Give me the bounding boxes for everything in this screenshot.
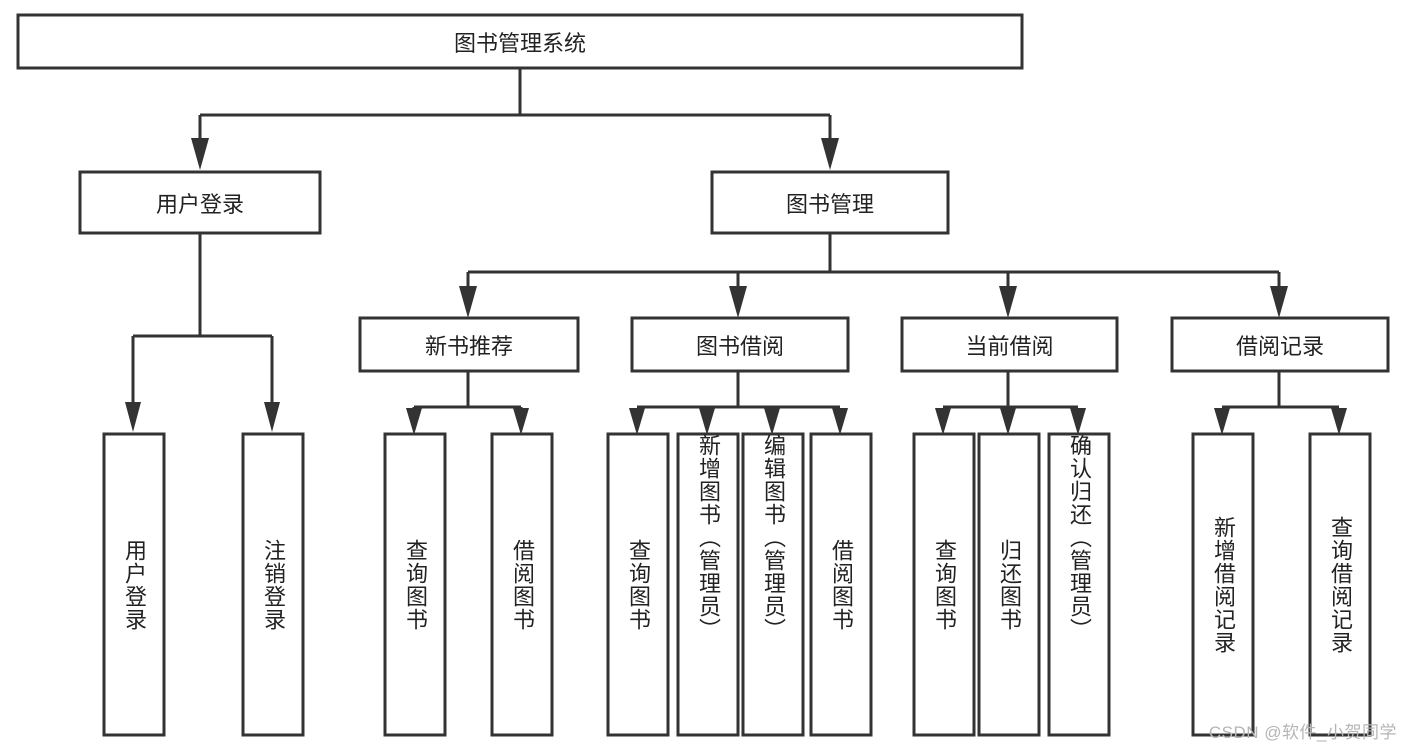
arrowhead-leaf-user-login — [125, 402, 141, 432]
arrowhead-confirm-return — [1070, 408, 1086, 435]
node-box-root[interactable] — [16, 13, 1024, 70]
node-box-book-borrow[interactable] — [630, 316, 850, 373]
node-box-borrow-record[interactable] — [1170, 316, 1390, 373]
arrowhead-query-book-1 — [406, 408, 422, 435]
connector-group-borrow-record — [1214, 371, 1347, 435]
node-box-leaf-return-book[interactable] — [977, 432, 1041, 737]
arrowhead-user-login — [191, 138, 209, 170]
node-box-leaf-borrow-book-1[interactable] — [490, 432, 554, 737]
arrowhead-leaf-user-logout — [264, 402, 280, 432]
arrowhead-query-record — [1331, 408, 1347, 435]
node-box-leaf-query-book-1[interactable] — [383, 432, 447, 737]
arrowhead-book-manage — [821, 138, 839, 170]
node-box-leaf-query-book-2[interactable] — [606, 432, 670, 737]
node-box-leaf-user-login[interactable] — [102, 432, 166, 737]
connector-group-root — [191, 68, 839, 170]
node-box-leaf-user-logout[interactable] — [241, 432, 305, 737]
connector-group-new-book-recommend — [406, 371, 529, 435]
arrowhead-borrow-book-2 — [832, 408, 848, 435]
arrowhead-book-borrow — [729, 286, 747, 318]
arrowhead-add-book — [699, 408, 715, 435]
arrowhead-borrow-book-1 — [513, 408, 529, 435]
connector-group-book-manage — [459, 233, 1288, 318]
arrowhead-query-book-3 — [935, 408, 951, 435]
node-box-leaf-query-record[interactable] — [1308, 432, 1372, 737]
node-box-leaf-add-record[interactable] — [1191, 432, 1255, 737]
arrowhead-borrow-record — [1270, 286, 1288, 318]
connector-group-user-login — [125, 233, 280, 432]
connector-group-current-borrow — [935, 371, 1086, 435]
node-box-user-login[interactable] — [78, 170, 322, 235]
arrowhead-edit-book — [764, 408, 780, 435]
connector-group-book-borrow — [629, 371, 848, 435]
node-box-leaf-confirm-return[interactable] — [1047, 432, 1111, 737]
node-box-leaf-query-book-3[interactable] — [912, 432, 976, 737]
arrowhead-return-book — [1000, 408, 1016, 435]
arrowhead-new-book-recommend — [459, 286, 477, 318]
arrowhead-add-record — [1214, 408, 1230, 435]
node-box-leaf-edit-book[interactable] — [741, 432, 805, 737]
node-box-current-borrow[interactable] — [900, 316, 1119, 373]
node-box-leaf-add-book[interactable] — [676, 432, 740, 737]
node-box-new-book-recommend[interactable] — [358, 316, 580, 373]
arrowhead-query-book-2 — [629, 408, 645, 435]
node-box-book-manage[interactable] — [710, 170, 950, 235]
node-box-leaf-borrow-book-2[interactable] — [809, 432, 873, 737]
arrowhead-current-borrow — [999, 286, 1017, 318]
